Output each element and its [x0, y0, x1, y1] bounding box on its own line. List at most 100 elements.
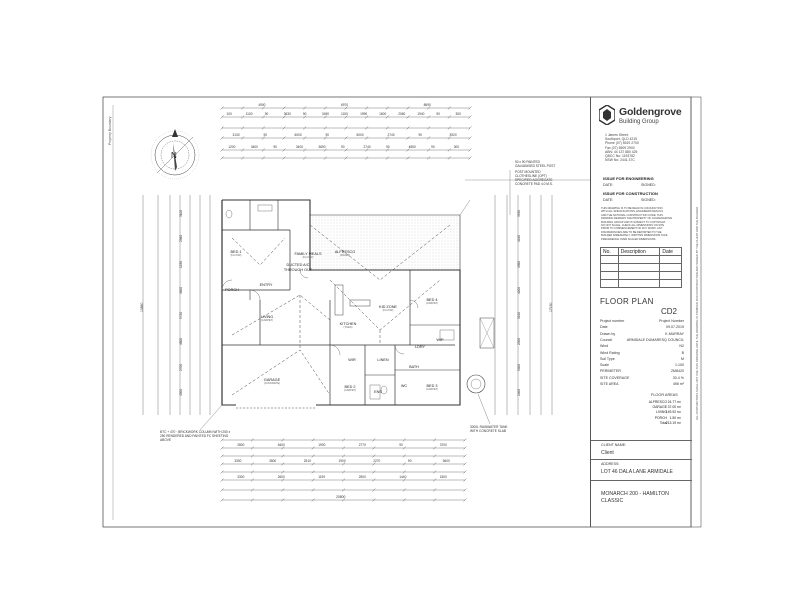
company-division: Building Group — [619, 119, 659, 125]
room-floor-finish: (FLOOR) — [382, 309, 394, 312]
room-name: ENS — [374, 390, 382, 394]
room-label: BED 1(FLOOR) — [231, 250, 242, 257]
room-label: BATH — [409, 365, 419, 369]
dimension-label: 4200 — [517, 286, 521, 294]
room-floor-finish: (CARPET) — [260, 319, 274, 322]
dimension-label: 1500 — [439, 475, 447, 479]
issue-construction-title: ISSUE FOR CONSTRUCTION — [603, 191, 658, 196]
room-name: BATH — [409, 365, 419, 369]
room-label: WIP — [436, 338, 443, 342]
company-contact: 1 James Street, Southport, QLD 4215 Phon… — [605, 133, 639, 163]
property-boundary-label: Property Boundary — [108, 116, 112, 145]
floor-area-key: PORCH — [654, 415, 667, 420]
issue-engineering-signed: SIGNED: — [641, 183, 656, 187]
room-name: LINEN — [377, 358, 389, 362]
sheet-info-row: SITE COVERAGE 30.4 % — [600, 376, 684, 382]
dimension-label: 3920 — [449, 133, 457, 137]
room-label: WIR — [348, 358, 355, 362]
copyright-line: WITH ALL SPECIFICATIONS, ENGINEERS DETAI… — [601, 210, 663, 214]
sheet-info-key: Council — [600, 337, 612, 342]
room-floor-finish: (CARPET) — [425, 388, 439, 391]
sheet-info-key: SITE AREA — [600, 382, 619, 386]
dimension-label: 2400 — [517, 389, 521, 397]
room-floor-finish: (CARPET) — [343, 389, 357, 392]
bottom-dimension-lines — [222, 439, 465, 501]
room-label: ENS — [374, 390, 382, 394]
dimension-label: 90 — [386, 145, 390, 149]
dimension-label: 4900 — [258, 103, 266, 107]
dimension-label: 2800 — [237, 443, 245, 447]
copyright-line: THIS DRAWING IS TO BE READ IN CONJUNCTIO… — [601, 207, 663, 210]
dimension-label: 1940 — [417, 112, 425, 116]
address-label: ADDRESS: — [601, 462, 620, 466]
floor-area-value: 149.92 m² — [665, 410, 681, 415]
dimension-label: 90 — [325, 133, 330, 137]
room-name: WC — [400, 384, 408, 388]
door-swings — [221, 269, 419, 356]
sheet-info-key: Date — [600, 325, 608, 330]
dimension-label: 1440 — [399, 475, 407, 479]
sheet-info-value: 30.4 % — [672, 375, 684, 380]
dimension-label: 1200 — [228, 145, 236, 149]
room-label: DUCTED A/C — [287, 263, 310, 267]
room-name: BED 1 — [230, 250, 242, 254]
dimension-label: 2270 — [373, 459, 381, 463]
sheet-info-value: M — [681, 356, 684, 361]
room-name: LDRY — [414, 345, 426, 349]
sheet-info-value: B — [681, 350, 684, 355]
dimension-label: 2500 — [358, 475, 366, 479]
dimension-label: 3690 — [318, 145, 326, 149]
room-floor-finish: (CONCRETE) — [263, 382, 281, 385]
sheet-info-value: 09.07.2019 — [666, 325, 684, 330]
sheet-info-value: 2M8420 — [671, 369, 684, 374]
dimension-label: 2740 — [387, 133, 395, 137]
dimension-label: 4240 — [517, 235, 521, 243]
dimension-label: 6400 — [277, 443, 285, 447]
sheet-info-key: SITE COVERAGE — [600, 375, 630, 380]
dimension-label: 3300 — [234, 459, 242, 463]
dimension-label: 3930 — [517, 209, 521, 217]
dimension-label: 3700 — [439, 443, 447, 447]
floor-area-key: GARAGE — [652, 405, 667, 410]
dimension-label: 4820 — [179, 286, 183, 294]
sheet-info-key: Wind — [600, 344, 609, 349]
floor-area-value: 1.50 m² — [669, 415, 682, 420]
sheet-info-key: PERIMETER — [600, 369, 621, 374]
floor-area-key: ALFRESCO — [648, 400, 667, 404]
room-label: KITCHEN(TILES) — [340, 322, 357, 329]
room-name: BED 3 — [426, 384, 438, 388]
copyright-line: DISCREPANCIES ARE TO BE REPORTED TO THE — [601, 230, 662, 234]
sheet-info-value: K.MURRAY — [665, 331, 684, 336]
dimension-label: 1600 — [379, 112, 387, 116]
dimension-label: 2740 — [363, 145, 371, 149]
dimension-label: 300 — [455, 112, 461, 116]
issue-construction-signed: SIGNED: — [641, 198, 656, 202]
dimension-label: 3400 — [250, 145, 258, 149]
dimension-label: 3500 — [269, 459, 277, 463]
alfresco-hatch — [310, 215, 460, 270]
room-floor-finish: (PAVED) — [339, 254, 351, 257]
copyright-line: AND THE NATIONAL CONSTRUCTION CODE. THIS — [601, 213, 663, 217]
dimension-label: 90 — [418, 133, 423, 137]
dimension-label: 2700 — [179, 363, 183, 371]
dimension-label: 1990 — [360, 112, 368, 116]
sheet-info-value: 1:100 — [675, 363, 684, 368]
revision-table: No. Description Date — [600, 247, 682, 288]
right-dimension-lines — [494, 195, 553, 415]
dimension-label: 90 — [431, 145, 435, 149]
dimension-label: 4800 — [179, 337, 183, 345]
overall-site-dimension: 17150 — [549, 302, 553, 312]
kitchen-bench — [334, 284, 344, 316]
dimension-label: 3100 — [179, 209, 183, 217]
floor-area-key: LIVING — [655, 410, 667, 415]
design-name: MONARCH 200 - HAMILTON — [601, 491, 669, 497]
room-label: LIVING(CARPET) — [261, 315, 273, 322]
dimension-label: 1100 — [245, 112, 253, 116]
dimension-label: 4850 — [408, 145, 416, 149]
